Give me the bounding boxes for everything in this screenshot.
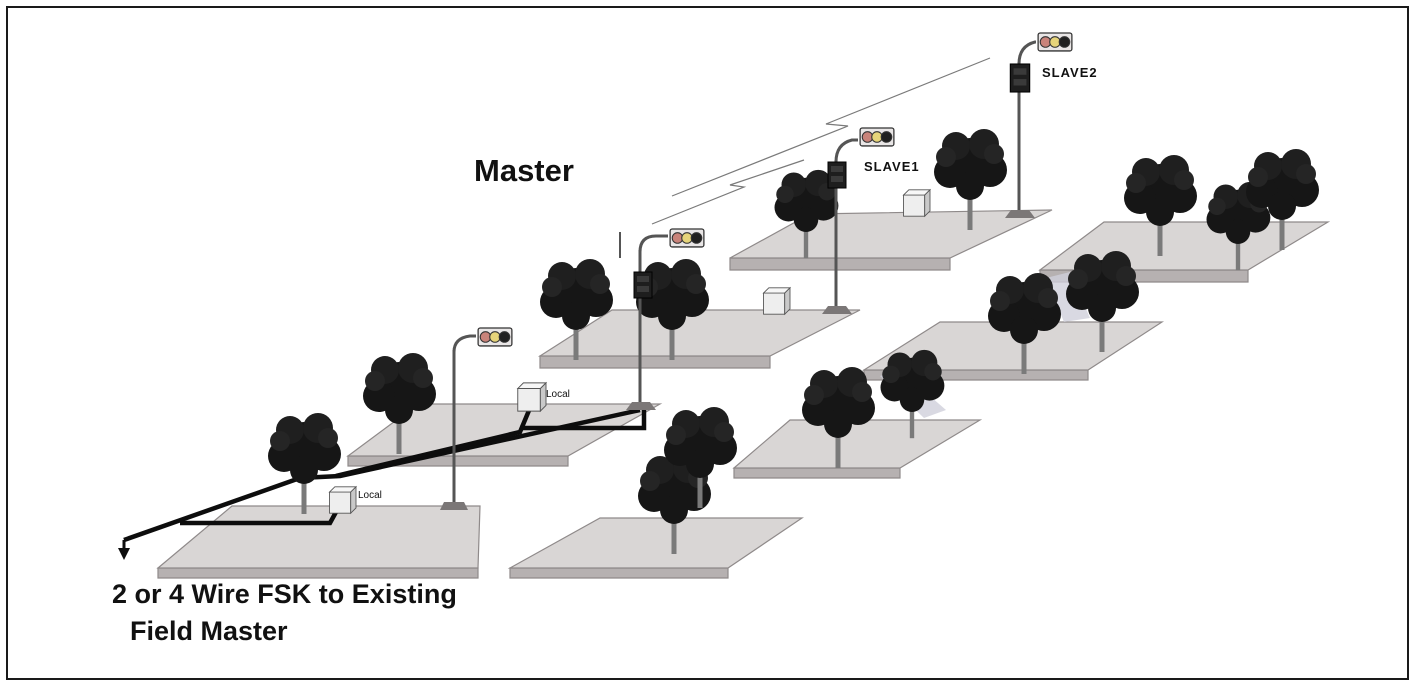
slab-master bbox=[537, 309, 861, 369]
slave2-label: SLAVE2 bbox=[1042, 65, 1098, 80]
signal-pole-local bbox=[440, 327, 513, 510]
interconnect-cable bbox=[123, 407, 647, 543]
signal-pole-slave1 bbox=[822, 127, 895, 314]
master-label: Master bbox=[474, 153, 574, 188]
radio-link-lines bbox=[619, 57, 991, 258]
local-label-back: Local bbox=[546, 389, 570, 400]
slab-mid-front bbox=[507, 517, 804, 579]
caption-line-1: 2 or 4 Wire FSK to Existing bbox=[112, 579, 457, 609]
pavement-slabs bbox=[156, 209, 1331, 579]
slab-mid-right bbox=[732, 419, 983, 479]
signal-pole-master bbox=[626, 228, 705, 410]
arrow-down-icon bbox=[118, 548, 130, 560]
slab-local-front bbox=[156, 505, 481, 579]
signal-pole-slave2 bbox=[1005, 32, 1073, 218]
slave1-label: SLAVE1 bbox=[864, 159, 920, 174]
caption-line-2: Field Master bbox=[130, 616, 288, 646]
slab-slave1 bbox=[729, 209, 1053, 271]
local-label-front: Local bbox=[358, 490, 382, 501]
